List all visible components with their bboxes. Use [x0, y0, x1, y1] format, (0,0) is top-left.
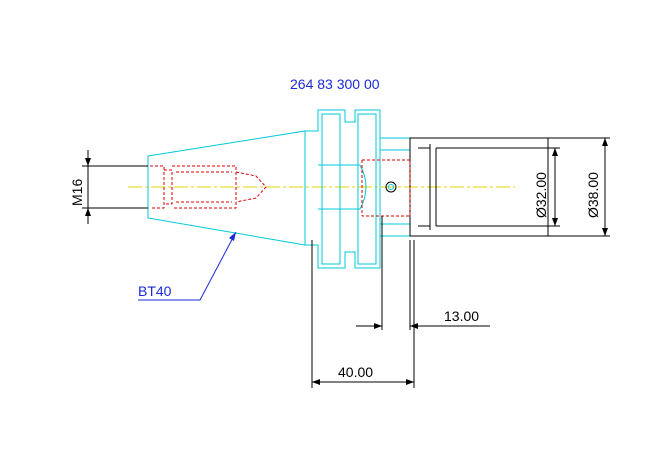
outer-diameter-label: Ø38.00: [585, 172, 601, 218]
inner-diameter-dimension: [548, 147, 560, 227]
taper-label: BT40: [138, 283, 172, 299]
part-number-label: 264 83 300 00: [290, 76, 380, 92]
outer-diameter-dimension: [548, 137, 610, 237]
thread-dimension: [82, 150, 148, 224]
flange: [305, 109, 381, 269]
taper-leader: [138, 231, 237, 301]
length-dimension: [311, 240, 415, 388]
thread-label: M16: [69, 179, 85, 206]
hidden-features: [150, 159, 411, 217]
length-label: 40.00: [338, 364, 373, 380]
offset-dimension: [356, 216, 490, 330]
inner-diameter-label: Ø32.00: [533, 172, 549, 218]
offset-label: 13.00: [444, 308, 479, 324]
